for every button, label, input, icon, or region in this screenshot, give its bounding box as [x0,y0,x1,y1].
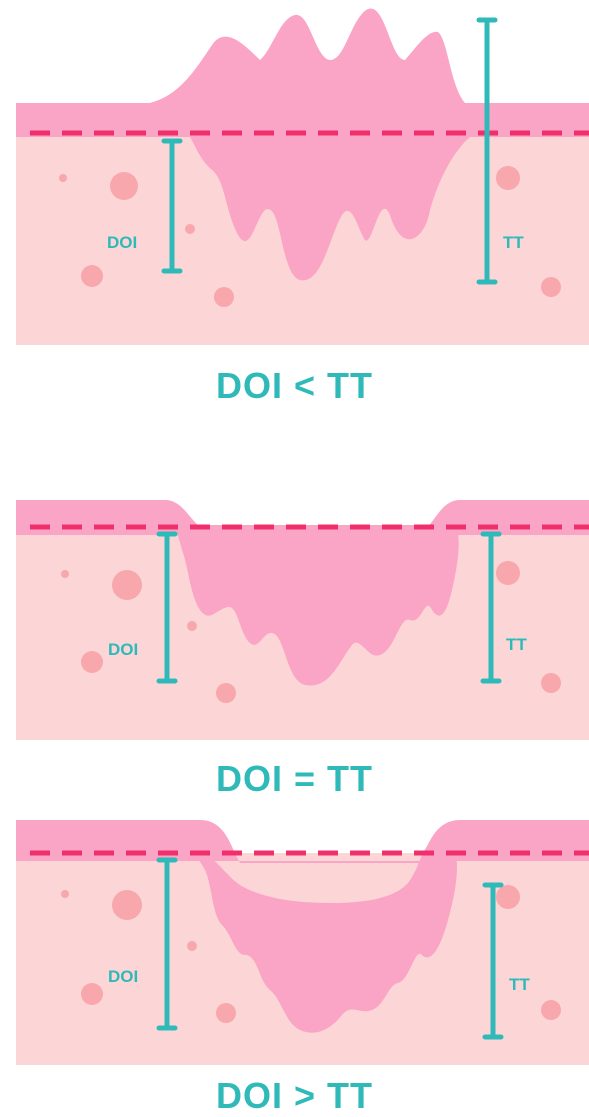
panel-doi-greater-than-tt: DOI TT [0,815,589,1070]
exophytic-tumor-diagram: DOI TT [0,0,589,350]
dermis-nodule [112,890,142,920]
dermis-nodule [61,570,69,578]
dermis-nodule [216,1003,236,1023]
tt-label: TT [509,975,530,994]
dermis-nodule [81,265,103,287]
dermis-nodule [112,570,142,600]
dermis-nodule [541,277,561,297]
dermis-nodule [81,651,103,673]
tt-label: TT [506,635,527,654]
tt-label: TT [503,233,524,252]
dermis-nodule [216,683,236,703]
dermis-nodule [496,166,520,190]
panel-caption: DOI > TT [0,1075,589,1117]
dermis-nodule [187,941,197,951]
dermis-nodule [187,621,197,631]
flat-tumor-diagram: DOI TT [0,495,589,745]
dermis-nodule [496,885,520,909]
dermis-nodule [541,673,561,693]
ulcerated-tumor-diagram: DOI TT [0,815,589,1070]
dermis-nodule [81,983,103,1005]
panel-doi-equals-tt: DOI TT [0,495,589,745]
dermis-nodule [541,1000,561,1020]
panel-caption: DOI = TT [0,758,589,800]
dermis-nodule [59,174,67,182]
doi-label: DOI [108,967,138,986]
doi-label: DOI [107,233,137,252]
dermis-nodule [214,287,234,307]
panel-caption: DOI < TT [0,365,589,407]
dermis-nodule [110,172,138,200]
doi-label: DOI [108,640,138,659]
dermis-nodule [61,890,69,898]
panel-doi-less-than-tt: DOI TT [0,0,589,350]
dermis-nodule [496,561,520,585]
dermis-nodule [185,224,195,234]
